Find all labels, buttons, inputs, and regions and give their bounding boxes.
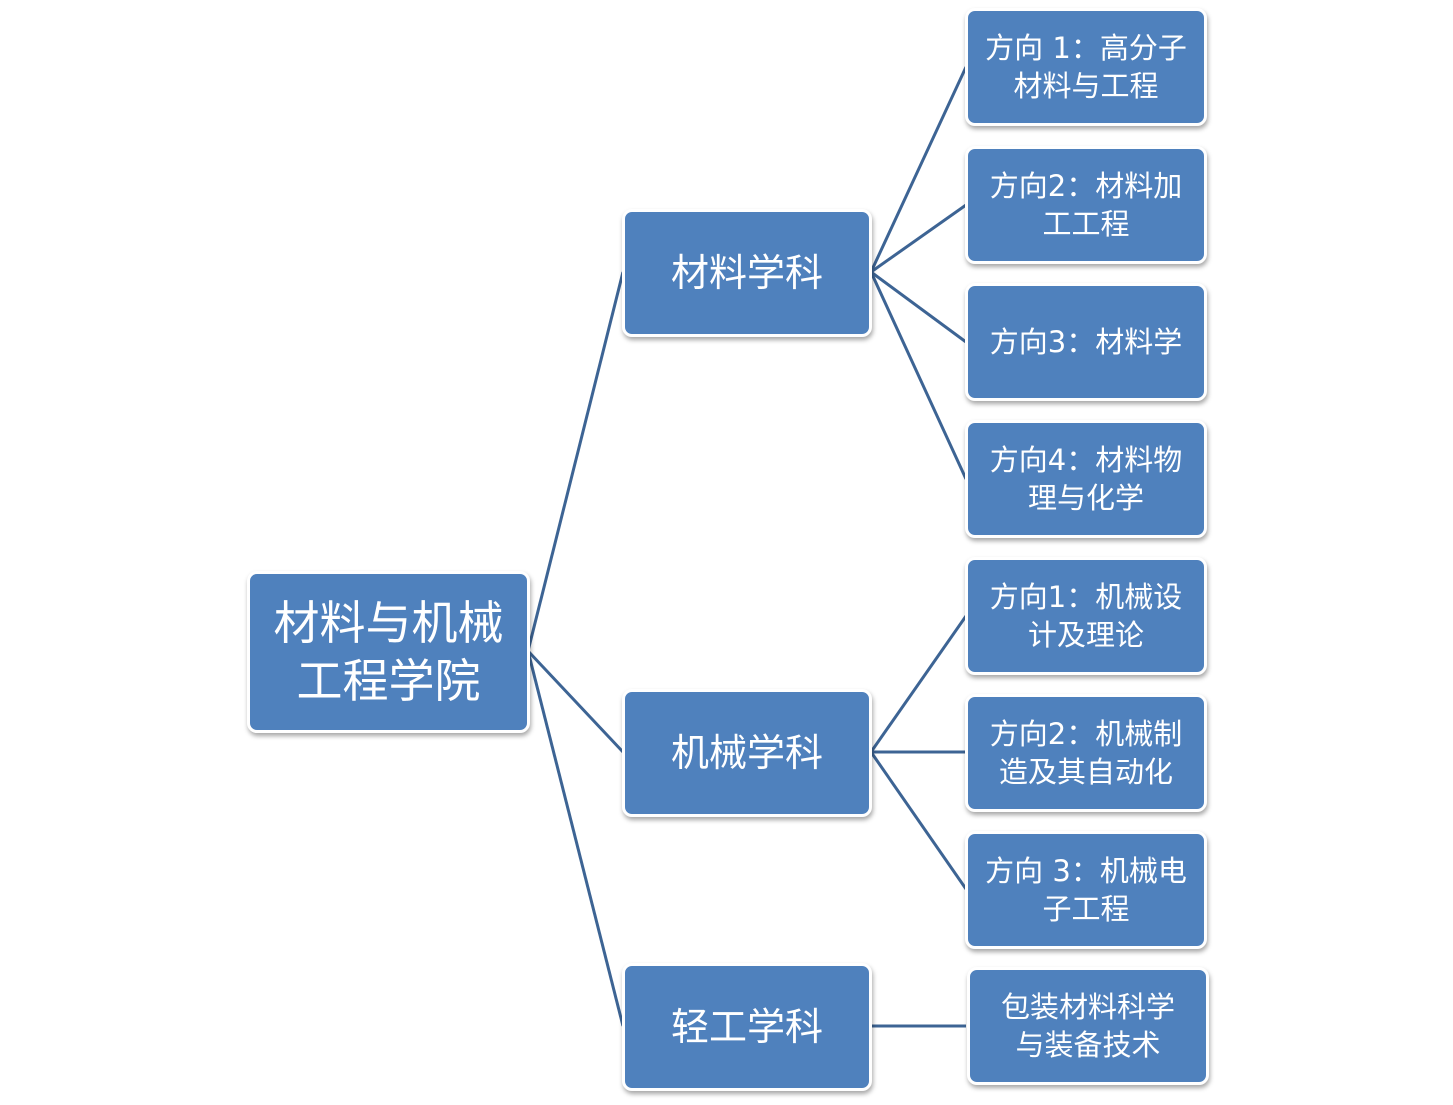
direction-mechanical-design: 方向1：机械设 计及理论 — [965, 557, 1207, 675]
connector-materials-dir3 — [870, 270, 967, 344]
direction-mechanical-manufacturing: 方向2：机械制 造及其自动化 — [965, 694, 1207, 812]
direction-materials-processing: 方向2：材料加 工工程 — [965, 146, 1207, 264]
discipline-materials: 材料学科 — [622, 209, 872, 337]
connector-root-lightindustry — [526, 650, 625, 1027]
direction-mechatronics: 方向 3：机械电 子工程 — [965, 831, 1207, 949]
connector-root-materials — [526, 271, 625, 652]
connector-root-mechanical — [526, 649, 625, 754]
direction-materials-physics-chemistry: 方向4：材料物 理与化学 — [965, 420, 1207, 538]
connector-mechanical-dir3 — [869, 751, 968, 890]
root-node: 材料与机械 工程学院 — [247, 571, 530, 733]
discipline-mechanical: 机械学科 — [622, 689, 872, 817]
connector-materials-dir4 — [869, 271, 968, 480]
direction-polymer-materials: 方向 1：高分子 材料与工程 — [965, 8, 1207, 126]
connector-materials-dir2 — [870, 203, 967, 274]
connector-materials-dir1 — [869, 66, 968, 273]
connector-mechanical-dir1 — [869, 615, 968, 753]
direction-materials-science: 方向3：材料学 — [965, 283, 1207, 401]
direction-packaging-materials: 包装材料科学 与装备技术 — [967, 967, 1209, 1085]
discipline-light-industry: 轻工学科 — [622, 963, 872, 1091]
